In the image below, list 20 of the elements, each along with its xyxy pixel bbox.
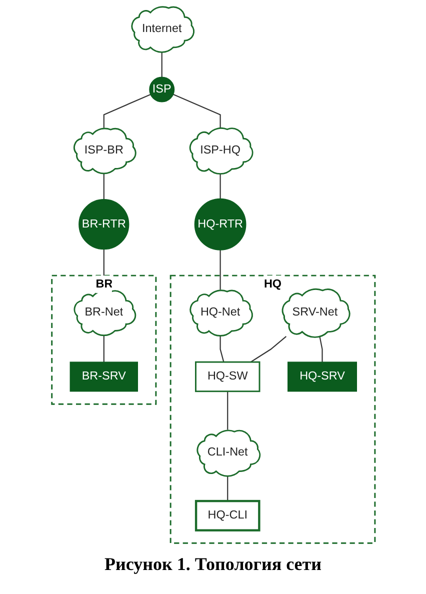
connector — [318, 336, 322, 362]
connector — [160, 52, 162, 78]
connector — [226, 391, 228, 430]
node-box: HQ-CLI — [194, 500, 260, 532]
connector — [102, 94, 150, 128]
connector — [219, 173, 220, 199]
figure-caption: Рисунок 1. Топология сети — [104, 554, 322, 575]
connector — [250, 336, 286, 363]
node-circle: ISP — [148, 76, 174, 102]
connector — [172, 94, 220, 128]
connector — [219, 335, 224, 362]
node-circle: BR-RTR — [78, 199, 129, 250]
node-box: HQ-SRV — [287, 362, 357, 392]
node-box: HQ-SW — [194, 361, 260, 392]
connector — [102, 334, 104, 362]
node-circle: HQ-RTR — [194, 198, 246, 250]
node-box: BR-SRV — [69, 362, 138, 392]
connector — [219, 250, 220, 290]
connector — [226, 475, 228, 502]
connector — [102, 172, 104, 200]
